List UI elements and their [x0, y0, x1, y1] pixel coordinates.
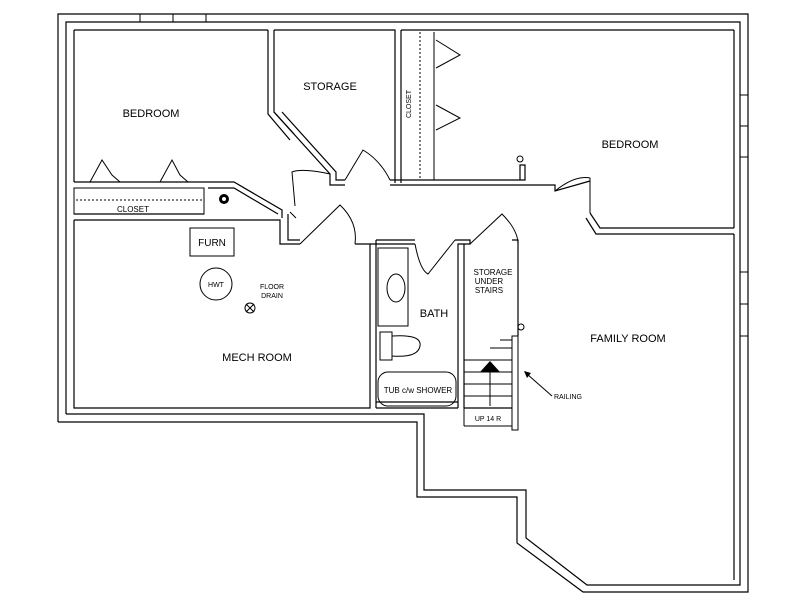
- floor-drain-icon: [244, 302, 256, 314]
- furnace: [189, 227, 235, 257]
- railing-leader: [526, 373, 553, 397]
- label-railing: RAILING: [554, 394, 582, 401]
- right-windows: [739, 94, 749, 337]
- label-bedroom-right: BEDROOM: [602, 139, 659, 151]
- sink-icon: [386, 273, 406, 303]
- post-icon: [516, 155, 524, 163]
- tub-shower: [377, 371, 457, 407]
- label-family-room: FAMILY ROOM: [590, 333, 665, 345]
- closet-bifold-doors: [89, 32, 462, 183]
- label-storage-stairs-2: UNDER: [475, 277, 504, 286]
- label-floor: FLOOR: [260, 284, 284, 291]
- label-storage: STORAGE: [303, 81, 357, 93]
- label-storage-stairs-1: STORAGE: [474, 268, 513, 277]
- label-hwt: HWT: [208, 282, 225, 289]
- label-closet-vertical: CLOSET: [406, 89, 413, 118]
- vanity: [377, 247, 409, 327]
- label-bedroom-left: BEDROOM: [123, 108, 180, 120]
- top-window: [139, 13, 207, 23]
- toilet-tank: [379, 331, 393, 361]
- arrow-up-icon: [480, 361, 500, 372]
- label-storage-stairs-3: STAIRS: [475, 286, 503, 295]
- label-furn: FURN: [198, 238, 226, 249]
- stair-post-icon: [517, 323, 525, 331]
- label-tub: TUB c/w SHOWER: [384, 386, 453, 395]
- label-up: UP 14 R: [475, 416, 501, 423]
- label-mech-room: MECH ROOM: [222, 352, 292, 364]
- toilet-icon: [391, 335, 421, 357]
- fixtures: [189, 155, 553, 407]
- room-labels: BEDROOM STORAGE CLOSET BEDROOM CLOSET FU…: [117, 81, 666, 423]
- outer-walls: [57, 13, 749, 593]
- label-drain: DRAIN: [261, 293, 283, 300]
- label-bath: BATH: [420, 308, 449, 320]
- hot-water-tank: [199, 267, 233, 301]
- label-closet-left: CLOSET: [117, 205, 149, 214]
- interior-walls: [73, 29, 735, 580]
- doors: [289, 149, 591, 330]
